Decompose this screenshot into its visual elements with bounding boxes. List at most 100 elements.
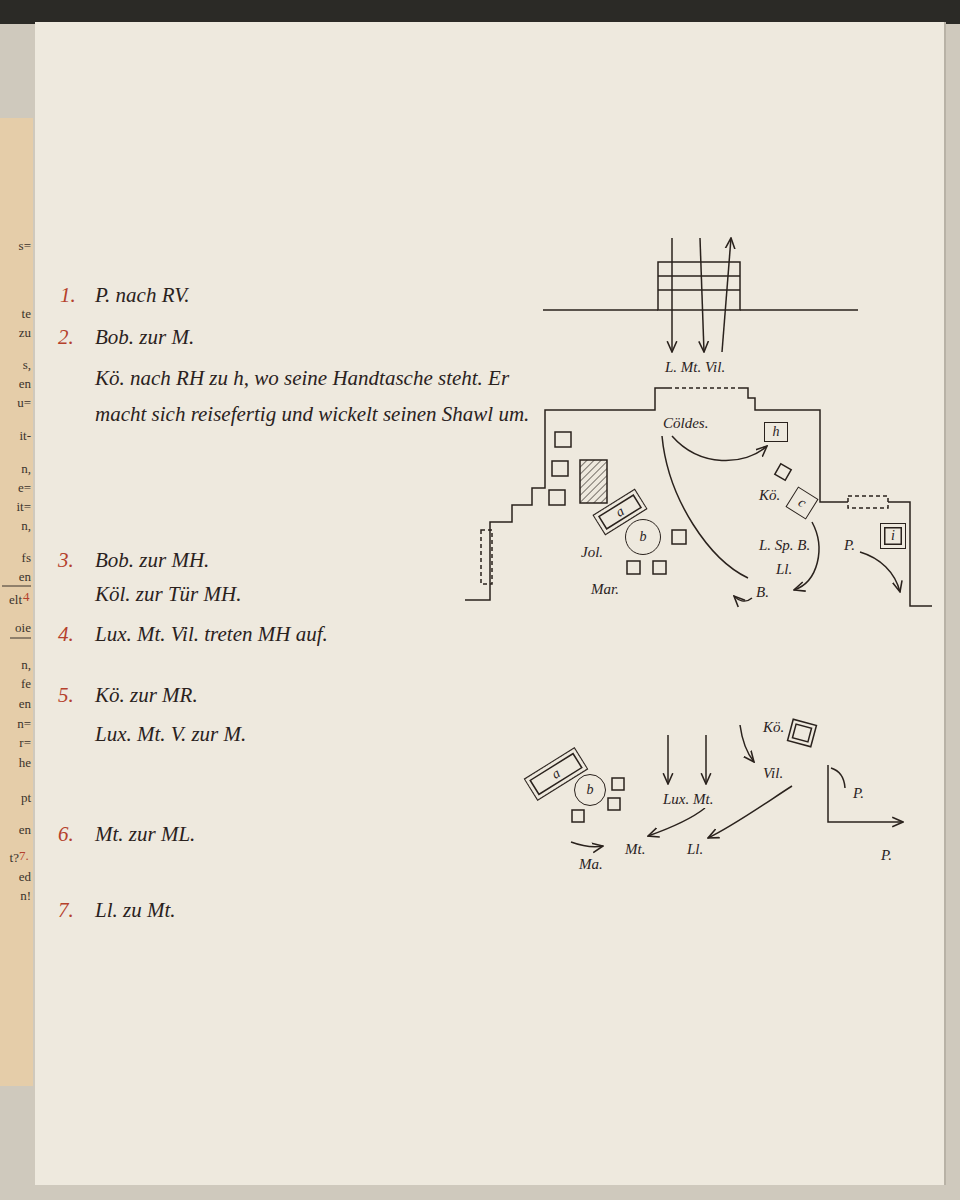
chair xyxy=(775,464,791,480)
chair xyxy=(672,530,686,544)
table-circle: b xyxy=(574,774,606,806)
movement-arrow xyxy=(672,436,767,461)
movement-arrow xyxy=(571,842,603,847)
hatched-furniture xyxy=(580,460,607,503)
facing-page-fragment: en xyxy=(19,376,31,392)
blocking-note: Lux. Mt. Vil. treten MH auf. xyxy=(95,622,328,647)
movement-arrow xyxy=(648,808,705,836)
furniture-box: c xyxy=(785,486,818,519)
facing-page-fragment: 4 xyxy=(23,589,30,605)
stage-position-label: Ma. xyxy=(578,855,604,873)
furniture-letter: i xyxy=(891,529,895,543)
facing-page-fragment: zu xyxy=(19,325,31,341)
stage-position-label: Vil. xyxy=(762,764,784,782)
stage-position-label: P. xyxy=(852,784,865,802)
chair xyxy=(552,461,568,476)
facing-page-fragment: it= xyxy=(16,499,31,515)
stage-position-label: P. xyxy=(880,846,893,864)
movement-arrow xyxy=(667,735,669,784)
facing-page-fragment: n, xyxy=(21,518,31,534)
facing-page-fragment: he xyxy=(19,755,31,771)
facing-page-fragment: s= xyxy=(19,238,31,254)
facing-page-fragment: s, xyxy=(23,357,31,373)
page-edge xyxy=(944,22,946,1185)
chair xyxy=(612,778,624,790)
facing-page-fragment: en xyxy=(19,696,31,712)
movement-line xyxy=(662,436,748,578)
movement-arrow xyxy=(794,522,819,590)
movement-arrow xyxy=(705,735,707,784)
movement-arrow xyxy=(860,552,900,592)
facing-page-fragment: r= xyxy=(19,735,31,751)
chair xyxy=(627,561,640,574)
facing-page-strip xyxy=(0,118,33,1086)
stage-position-label: L. Sp. B. xyxy=(758,536,811,554)
movement-line xyxy=(831,768,845,788)
blocking-note: Bob. zur M. xyxy=(95,325,194,350)
furniture-letter: b xyxy=(587,783,594,797)
furniture-letter: c xyxy=(796,495,809,510)
facing-page-fragment: en xyxy=(19,569,31,585)
stage-position-label: Mt. xyxy=(624,840,646,858)
facing-page-fragment: it- xyxy=(19,428,31,444)
binding-edge xyxy=(0,0,960,24)
furniture-letter: h xyxy=(773,425,780,439)
blocking-note: Ll. zu Mt. xyxy=(95,898,176,923)
sofa: i xyxy=(880,523,906,549)
blocking-note: Lux. Mt. V. zur M. xyxy=(95,722,246,747)
chair xyxy=(608,798,620,810)
cue-number: 7. xyxy=(58,898,74,923)
facing-page-fragment: te xyxy=(22,306,31,322)
rule-line xyxy=(2,586,31,587)
stage-position-label: Ll. xyxy=(775,560,793,578)
facing-page-fragment: u= xyxy=(17,395,31,411)
facing-page-fragment: 7. xyxy=(19,848,29,864)
cue-number: 5. xyxy=(58,683,74,708)
exit-arrow xyxy=(722,238,731,352)
cue-number: 4. xyxy=(58,622,74,647)
facing-page-fragment: elt xyxy=(9,592,22,608)
stage-position-label: P. xyxy=(843,536,856,554)
stage-position-label: Mar. xyxy=(590,580,620,598)
stage-outline xyxy=(465,388,932,606)
furniture-letter: a xyxy=(549,766,562,782)
chair xyxy=(555,432,571,447)
facing-page-fragment: n, xyxy=(21,657,31,673)
movement-arrow xyxy=(740,725,754,762)
chair xyxy=(549,490,565,505)
blocking-note: Köl. zur Tür MH. xyxy=(95,582,241,607)
blocking-note: Kö. nach RH zu h, wo seine Handtasche st… xyxy=(95,360,535,432)
chair xyxy=(572,810,584,822)
facing-page-fragment: t? xyxy=(10,850,19,866)
cue-number: 6. xyxy=(58,822,74,847)
stage-position-label: Kö. xyxy=(762,718,785,736)
movement-arrow xyxy=(708,786,792,838)
stage-position-label: Kö. xyxy=(758,486,781,504)
facing-page-fragment: ed xyxy=(19,869,31,885)
cue-number: 2. xyxy=(58,325,74,350)
cue-number: 3. xyxy=(58,548,74,573)
side-door xyxy=(848,496,888,508)
facing-page-fragment: n= xyxy=(17,716,31,732)
blocking-note: Bob. zur MH. xyxy=(95,548,209,573)
cue-number: 1. xyxy=(60,283,76,308)
furniture-letter: b xyxy=(640,530,647,544)
facing-page-fragment: n, xyxy=(21,461,31,477)
rule-line xyxy=(10,638,31,639)
facing-page-fragment: fs xyxy=(22,550,31,566)
movement-arrow xyxy=(734,596,752,601)
furniture-letter: a xyxy=(613,504,626,520)
facing-page-fragment: e= xyxy=(18,480,31,496)
stage-position-label: L. Mt. Vil. xyxy=(664,358,726,376)
blocking-note: Mt. zur ML. xyxy=(95,822,195,847)
entrance-arrow xyxy=(671,238,673,352)
movement-arrow xyxy=(828,765,903,822)
page xyxy=(35,22,945,1185)
blocking-note: P. nach RV. xyxy=(95,283,190,308)
chair xyxy=(653,561,666,574)
stage-position-label: Jol. xyxy=(580,543,604,561)
blocking-note: Kö. zur MR. xyxy=(95,683,198,708)
door-opening xyxy=(668,387,740,389)
